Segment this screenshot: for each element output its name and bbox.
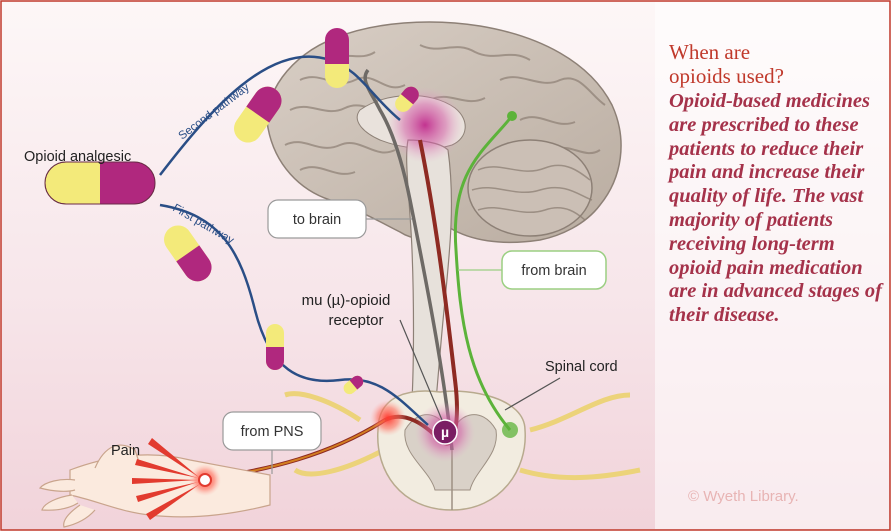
mu-symbol: µ xyxy=(441,424,449,440)
mu-receptor-label-line2: receptor xyxy=(328,312,383,329)
sidebar-title: When are opioids used? xyxy=(669,40,884,88)
sidebar-text: When are opioids used? Opioid-based medi… xyxy=(669,40,884,328)
sidebar-body: Opioid-based medicines are prescribed to… xyxy=(669,90,884,328)
spinal-cord-label: Spinal cord xyxy=(545,359,618,375)
capsule-first-pathway-2 xyxy=(266,324,284,370)
capsule-main xyxy=(45,162,155,204)
capsule-top xyxy=(325,28,349,88)
from-pns-label: from PNS xyxy=(241,424,304,440)
credit-text: © Wyeth Library. xyxy=(688,488,799,505)
to-brain-label: to brain xyxy=(293,212,341,228)
sidebar-title-line1: When are xyxy=(669,40,884,64)
spinal-entry-glow xyxy=(370,400,406,436)
opioid-analgesic-label: Opioid analgesic xyxy=(24,149,131,165)
pain-label: Pain xyxy=(111,443,140,459)
sidebar-title-line2: opioids used? xyxy=(669,64,884,88)
mu-receptor-label-line1: mu (µ)-opioid xyxy=(302,292,391,309)
from-brain-label: from brain xyxy=(521,263,586,279)
